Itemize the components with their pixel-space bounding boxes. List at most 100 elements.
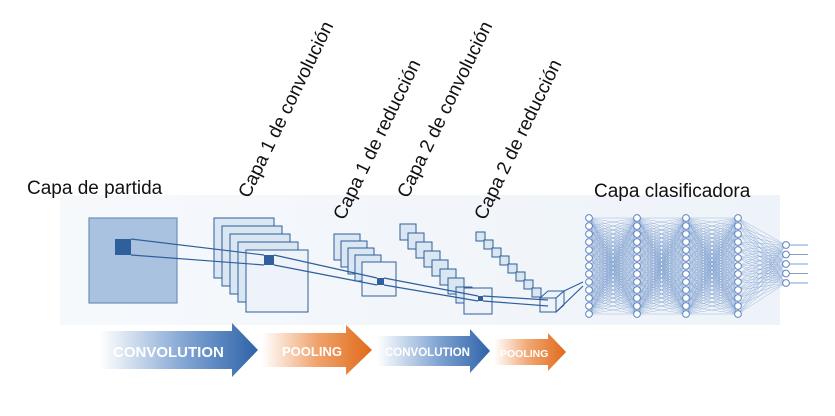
network-edge	[737, 254, 787, 315]
network-node-layer-4	[734, 286, 742, 294]
network-edge	[636, 217, 687, 227]
network-edge	[588, 217, 638, 251]
network-edge	[737, 244, 787, 307]
network-node-layer-4	[734, 302, 742, 310]
network-node-layer-3	[682, 294, 690, 302]
network-edge	[685, 217, 739, 235]
network-edge	[588, 217, 638, 299]
network-node-layer-4	[734, 294, 742, 302]
network-edge	[588, 217, 638, 267]
conv1-kernel	[264, 255, 274, 265]
network-edge	[588, 217, 638, 259]
arrow-pool1-label: POOLING	[282, 344, 342, 359]
network-node-layer-4	[734, 246, 742, 254]
network-edge	[636, 225, 687, 315]
network-node-layer-2	[633, 310, 641, 318]
network-node-layer-4	[734, 214, 742, 222]
network-edge	[588, 281, 638, 315]
network-edge	[588, 217, 638, 291]
network-edge	[737, 254, 787, 275]
network-node-layer-3	[682, 254, 690, 262]
network-node-layer-4	[734, 310, 742, 318]
network-node-layer-2	[633, 238, 641, 246]
network-edge	[685, 297, 739, 315]
network-node-layer-3	[682, 230, 690, 238]
network-node-layer-1	[585, 238, 593, 246]
network-node-layer-3	[682, 262, 690, 270]
network-edge	[588, 217, 638, 235]
network-node-layer-4	[734, 230, 742, 238]
network-edge	[737, 254, 787, 299]
network-edge	[685, 217, 739, 259]
pool1-kernel	[377, 278, 384, 285]
network-node-layer-4	[734, 238, 742, 246]
network-edge	[685, 233, 739, 315]
network-edge	[685, 217, 739, 267]
conv1-feature-maps	[213, 217, 309, 313]
network-edge	[636, 217, 687, 267]
network-node-layer-4	[734, 222, 742, 230]
network-edge	[685, 217, 739, 251]
label-conv1: Capa 1 de convolución	[235, 18, 339, 201]
network-edge	[685, 217, 739, 243]
network-edge	[737, 273, 787, 299]
label-conv2: Capa 2 de convolución	[394, 18, 498, 201]
network-edge	[685, 217, 739, 299]
network-edge	[737, 263, 787, 299]
arrow-conv1: CONVOLUTION	[100, 323, 258, 377]
network-edge	[636, 217, 687, 259]
network-node-layer-3	[682, 302, 690, 310]
network-edge	[737, 254, 787, 283]
network-node-layer-3	[682, 270, 690, 278]
network-edge	[737, 254, 787, 291]
network-edge	[737, 244, 787, 267]
network-edge	[737, 273, 787, 291]
network-node-layer-3	[682, 310, 690, 318]
network-node-layer-4	[734, 254, 742, 262]
network-edge	[737, 273, 787, 283]
network-edge	[737, 244, 787, 291]
network-edge	[685, 281, 739, 315]
network-node-layer-2	[633, 254, 641, 262]
network-edge	[737, 273, 787, 307]
network-edge	[636, 217, 687, 251]
network-node-layer-1	[585, 214, 593, 222]
network-node-layer-4	[734, 262, 742, 270]
network-node-layer-3	[682, 278, 690, 286]
input-image	[88, 217, 178, 304]
network-edge	[737, 263, 787, 283]
network-edge	[636, 241, 687, 315]
network-edge	[737, 244, 787, 251]
network-edge	[636, 217, 687, 275]
label-input-layer: Capa de partida	[27, 178, 163, 199]
network-edge	[685, 249, 739, 315]
network-edge	[588, 217, 638, 307]
network-edge	[588, 257, 638, 315]
network-node-layer-5	[782, 250, 790, 259]
network-edge	[588, 265, 638, 315]
network-edge	[685, 289, 739, 315]
network-edge	[737, 263, 787, 315]
network-node-layer-2	[633, 214, 641, 222]
network-node-layer-3	[682, 222, 690, 230]
network-node-layer-4	[734, 270, 742, 278]
network-edge	[588, 217, 638, 283]
network-edge	[588, 217, 638, 243]
network-node-layer-3	[682, 238, 690, 246]
network-edge	[737, 244, 787, 283]
network-edge	[636, 305, 687, 315]
network-edge	[685, 257, 739, 315]
network-edge	[737, 273, 787, 284]
network-node-layer-2	[633, 302, 641, 310]
network-edge	[737, 244, 787, 259]
network-edge	[737, 263, 787, 307]
network-edge	[685, 217, 739, 291]
network-edge	[636, 217, 687, 307]
network-edge	[737, 273, 787, 275]
network-edge	[685, 265, 739, 315]
network-node-layer-2	[633, 246, 641, 254]
network-edge	[685, 217, 739, 275]
arrow-conv2: CONVOLUTION	[377, 329, 490, 373]
network-edge	[737, 225, 787, 246]
